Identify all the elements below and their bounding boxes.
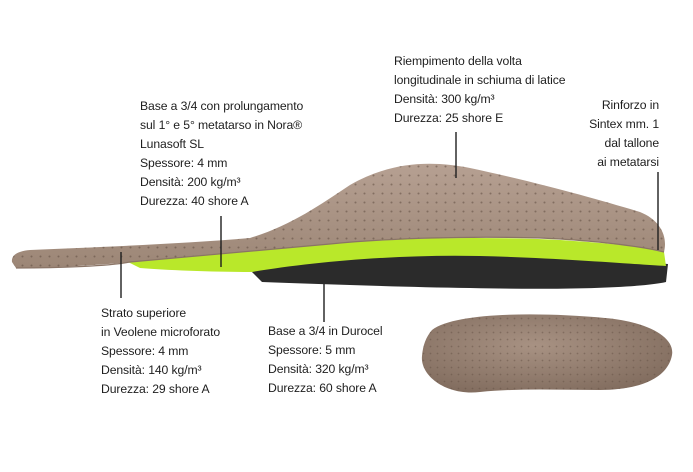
label-base-nora: Base a 3/4 con prolungamento sul 1° e 5°… — [140, 99, 304, 208]
durocel-base-layer — [250, 251, 668, 289]
label-strato-superiore: Strato superiore in Veolene microforato … — [101, 306, 221, 396]
label-base-durocel: Base a 3/4 in Durocel Spessore: 5 mm Den… — [268, 324, 383, 395]
label-riempimento: Riempimento della volta longitudinale in… — [394, 54, 566, 125]
leader-lines — [120, 132, 659, 322]
label-rinforzo: Rinforzo in Sintex mm. 1 dal tallone ai … — [589, 98, 659, 169]
nora-base-layer — [128, 238, 666, 272]
